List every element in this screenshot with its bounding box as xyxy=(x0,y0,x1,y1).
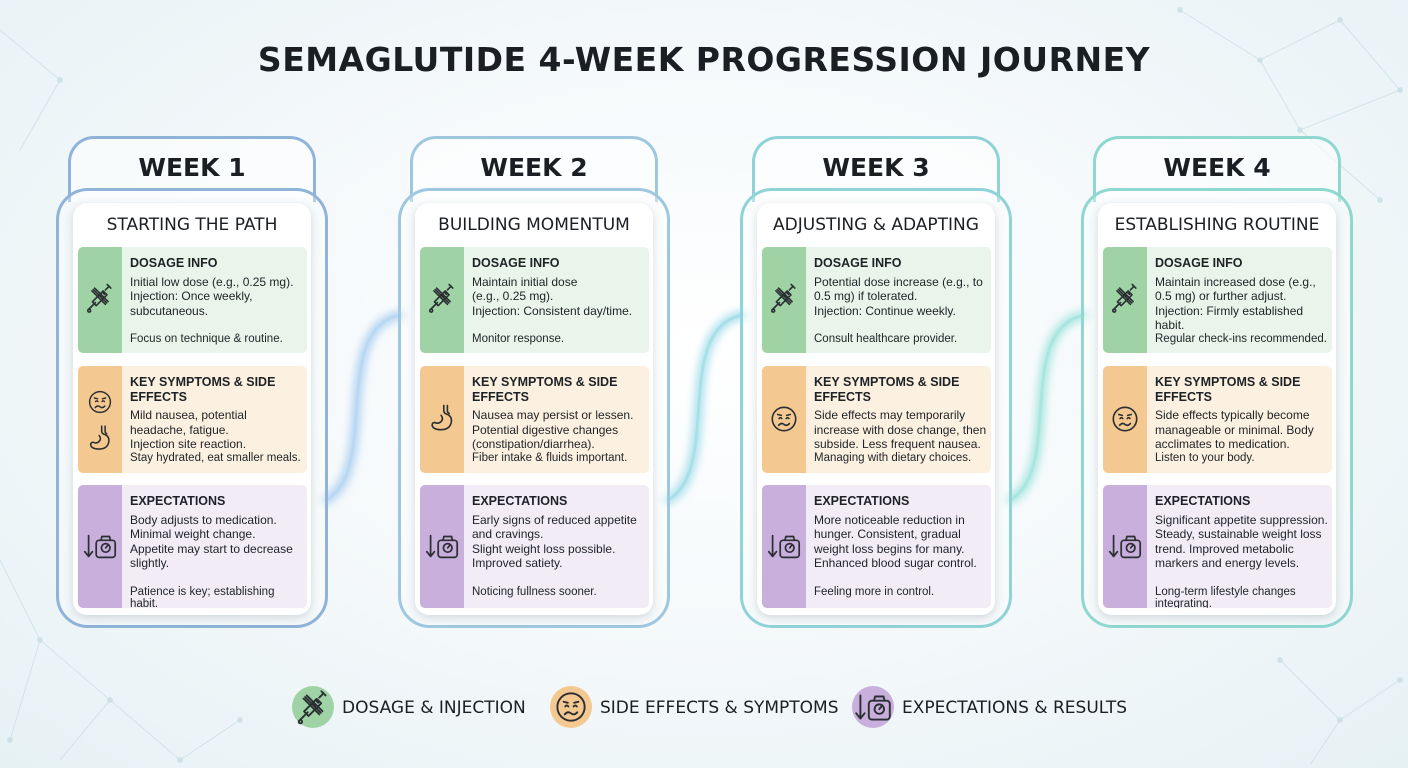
section-note: Consult healthcare provider. xyxy=(814,333,958,345)
section-title: KEY SYMPTOMS & SIDE EFFECTS xyxy=(472,375,618,404)
section-body: More noticeable reduction in hunger. Con… xyxy=(814,512,977,571)
section-body: Initial low dose (e.g., 0.25 mg). Inject… xyxy=(130,274,294,318)
section-note: Monitor response. xyxy=(472,333,565,345)
exp-icon-strip xyxy=(78,485,122,608)
section-body: Early signs of reduced appetite and crav… xyxy=(472,512,637,571)
week-subtitle: ESTABLISHING ROUTINE xyxy=(1114,215,1320,235)
section-body: Side effects may temporarily increase wi… xyxy=(814,408,987,452)
week-tab: WEEK 4 xyxy=(1093,136,1341,202)
section-title: EXPECTATIONS xyxy=(1155,494,1251,508)
section-note: Regular check-ins recommended. xyxy=(1155,333,1327,345)
week-tab: WEEK 2 xyxy=(410,136,658,202)
legend-label: DOSAGE & INJECTION xyxy=(342,698,526,718)
exp-icon-strip xyxy=(1103,485,1147,608)
week-card: ESTABLISHING ROUTINE DOSAGE INFO Maintain … xyxy=(1098,203,1336,615)
week-subtitle: ADJUSTING & ADAPTING xyxy=(773,215,979,235)
legend-item: SIDE EFFECTS & SYMPTOMS xyxy=(550,686,850,730)
legend-item: DOSAGE & INJECTION xyxy=(292,686,592,730)
exp-icon-strip xyxy=(420,485,464,608)
week-card: STARTING THE PATH DOSAGE INFO Initial low … xyxy=(73,203,311,615)
syringe-icon xyxy=(292,686,334,728)
week-tab: WEEK 3 xyxy=(752,136,1000,202)
exp-section: EXPECTATIONS Significant appetite suppres… xyxy=(1103,485,1332,608)
section-body: Body adjusts to medication. Minimal weig… xyxy=(130,512,293,571)
exp-section: EXPECTATIONS Body adjusts to medication. … xyxy=(78,485,307,608)
weight-scale-down-arrow-icon xyxy=(852,686,894,728)
section-title: KEY SYMPTOMS & SIDE EFFECTS xyxy=(130,375,276,404)
sick-face-icon xyxy=(550,686,592,728)
week-4-column: WEEK 4 ESTABLISHING ROUTINE DOSAGE INFO Mai… xyxy=(1081,136,1353,628)
section-note: Fiber intake & fluids important. xyxy=(472,452,628,464)
section-body: Maintain increased dose (e.g., 0.5 mg) o… xyxy=(1155,274,1316,333)
section-title: EXPECTATIONS xyxy=(130,494,226,508)
week-tab: WEEK 1 xyxy=(68,136,316,202)
week-frame: STARTING THE PATH DOSAGE INFO Initial low … xyxy=(56,188,328,628)
section-note: Focus on technique & routine. xyxy=(130,333,283,345)
side-icon-strip xyxy=(420,366,464,473)
legend-item: EXPECTATIONS & RESULTS xyxy=(852,686,1152,730)
section-body: Potential dose increase (e.g., to 0.5 mg… xyxy=(814,274,983,318)
dose-icon-strip xyxy=(420,247,464,353)
dose-icon-strip xyxy=(78,247,122,353)
side-icon-strip xyxy=(762,366,806,473)
section-note: Feeling more in control. xyxy=(814,586,935,598)
dose-icon-strip xyxy=(762,247,806,353)
section-body: Significant appetite suppression. Steady… xyxy=(1155,512,1328,571)
section-body: Side effects typically become manageable… xyxy=(1155,408,1314,452)
section-note: Long-term lifestyle changes integrating. xyxy=(1155,586,1296,608)
section-note: Noticing fullness sooner. xyxy=(472,586,597,598)
week-frame: ESTABLISHING ROUTINE DOSAGE INFO Maintain … xyxy=(1081,188,1353,628)
section-title: KEY SYMPTOMS & SIDE EFFECTS xyxy=(1155,375,1301,404)
week-1-column: WEEK 1 STARTING THE PATH DOSAGE INFO Initia… xyxy=(56,136,328,628)
side-section: KEY SYMPTOMS & SIDE EFFECTS Nausea may pe… xyxy=(420,366,649,473)
week-frame: ADJUSTING & ADAPTING DOSAGE INFO Potential… xyxy=(740,188,1012,628)
section-body: Mild nausea, potential headache, fatigue… xyxy=(130,408,247,452)
section-body: Maintain initial dose (e.g., 0.25 mg). I… xyxy=(472,274,633,318)
week-card: ADJUSTING & ADAPTING DOSAGE INFO Potential… xyxy=(757,203,995,615)
section-title: DOSAGE INFO xyxy=(472,256,560,270)
side-icon-strip xyxy=(78,366,122,473)
dose-section: DOSAGE INFO Initial low dose (e.g., 0.25 … xyxy=(78,247,307,353)
section-note: Listen to your body. xyxy=(1155,452,1255,464)
side-icon-strip xyxy=(1103,366,1147,473)
week-3-column: WEEK 3 ADJUSTING & ADAPTING DOSAGE INFO Pot… xyxy=(740,136,1012,628)
side-section: KEY SYMPTOMS & SIDE EFFECTS Side effects … xyxy=(1103,366,1332,473)
section-note: Patience is key; establishing habit. xyxy=(130,586,275,608)
legend-label: SIDE EFFECTS & SYMPTOMS xyxy=(600,698,839,718)
section-title: EXPECTATIONS xyxy=(814,494,910,508)
exp-section: EXPECTATIONS More noticeable reduction in… xyxy=(762,485,991,608)
week-subtitle: BUILDING MOMENTUM xyxy=(438,215,630,235)
section-title: EXPECTATIONS xyxy=(472,494,568,508)
section-note: Stay hydrated, eat smaller meals. xyxy=(130,452,301,464)
dose-icon-strip xyxy=(1103,247,1147,353)
week-frame: BUILDING MOMENTUM DOSAGE INFO Maintain ini… xyxy=(398,188,670,628)
dose-section: DOSAGE INFO Potential dose increase (e.g.… xyxy=(762,247,991,353)
section-title: KEY SYMPTOMS & SIDE EFFECTS xyxy=(814,375,960,404)
dose-section: DOSAGE INFO Maintain increased dose (e.g.… xyxy=(1103,247,1332,353)
section-title: DOSAGE INFO xyxy=(814,256,902,270)
section-body: Nausea may persist or lessen. Potential … xyxy=(472,408,634,452)
side-section: KEY SYMPTOMS & SIDE EFFECTS Mild nausea, … xyxy=(78,366,307,473)
dose-section: DOSAGE INFO Maintain initial dose (e.g., … xyxy=(420,247,649,353)
section-title: DOSAGE INFO xyxy=(130,256,218,270)
legend-label: EXPECTATIONS & RESULTS xyxy=(902,698,1128,718)
exp-section: EXPECTATIONS Early signs of reduced appet… xyxy=(420,485,649,608)
week-2-column: WEEK 2 BUILDING MOMENTUM DOSAGE INFO Mainta… xyxy=(398,136,670,628)
week-card: BUILDING MOMENTUM DOSAGE INFO Maintain ini… xyxy=(415,203,653,615)
week-subtitle: STARTING THE PATH xyxy=(106,215,278,235)
section-title: DOSAGE INFO xyxy=(1155,256,1243,270)
exp-icon-strip xyxy=(762,485,806,608)
side-section: KEY SYMPTOMS & SIDE EFFECTS Side effects … xyxy=(762,366,991,473)
page-title: SEMAGLUTIDE 4-WEEK PROGRESSION JOURNEY xyxy=(257,40,1151,79)
section-note: Managing with dietary choices. xyxy=(814,452,972,464)
